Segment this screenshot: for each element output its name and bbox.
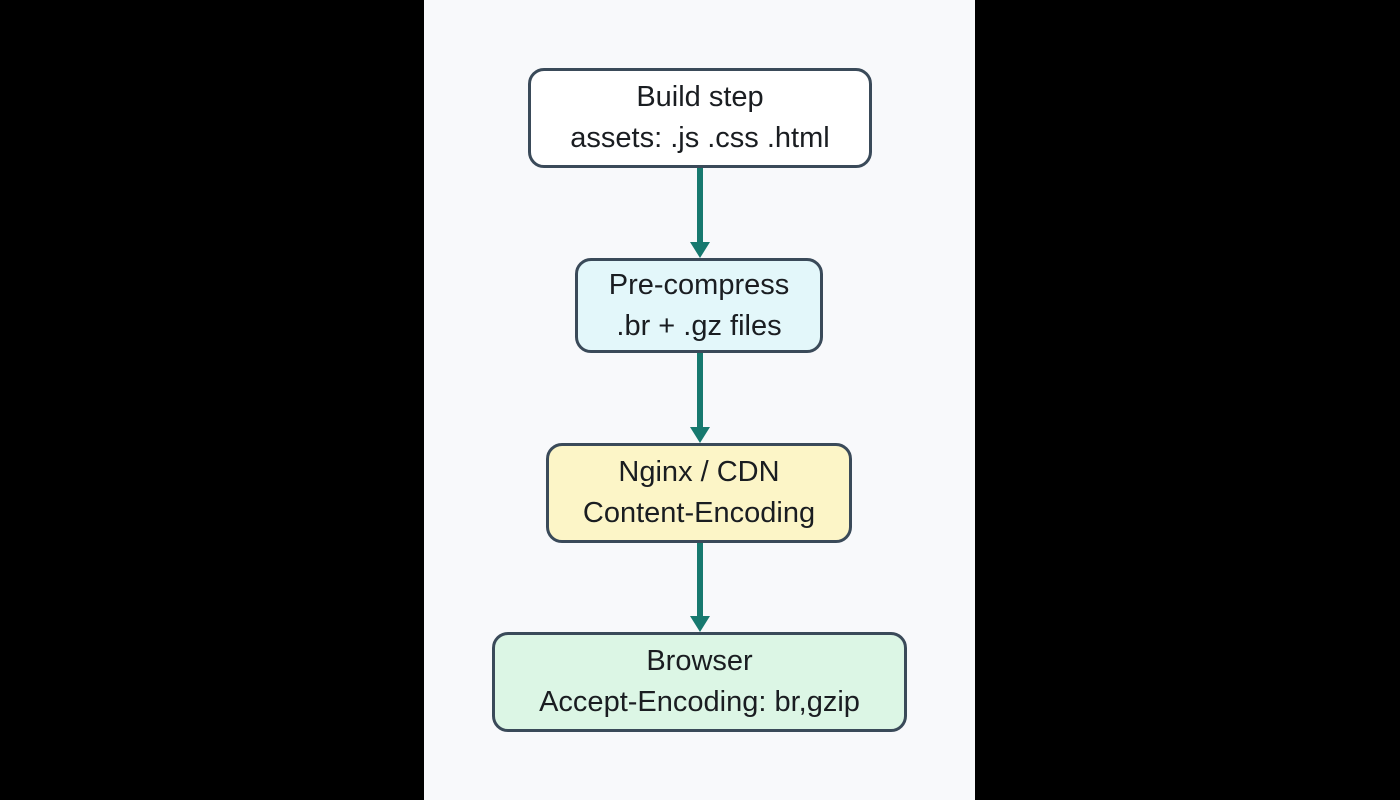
node-label-line: .br + .gz files [616, 309, 782, 342]
flowchart-node-browser: Browser Accept-Encoding: br,gzip [492, 632, 907, 732]
node-label-line: Accept-Encoding: br,gzip [539, 686, 860, 718]
arrowhead-down-icon [689, 427, 710, 443]
node-label-line: assets: .js .css .html [570, 122, 830, 154]
node-label-line: Browser [646, 645, 753, 677]
flowchart-canvas: Build step assets: .js .css .html Pre-co… [424, 0, 975, 800]
node-label-line: Content-Encoding [582, 497, 816, 529]
arrow-shaft [696, 353, 703, 427]
flow-arrow-build-to-precompress [689, 168, 710, 258]
node-label-line: Pre-compress [608, 268, 790, 301]
node-label-line: Nginx / CDN [618, 456, 780, 488]
node-label-line: Build step [636, 81, 764, 113]
flow-arrow-precompress-to-nginx [689, 353, 710, 443]
flowchart-node-nginx-cdn: Nginx / CDN Content-Encoding [546, 443, 852, 543]
flowchart-node-build-step: Build step assets: .js .css .html [528, 68, 872, 168]
flowchart-node-pre-compress: Pre-compress .br + .gz files [575, 258, 823, 353]
arrow-shaft [696, 543, 703, 616]
arrowhead-down-icon [689, 242, 710, 258]
arrow-shaft [696, 168, 703, 242]
arrowhead-down-icon [689, 616, 710, 632]
flow-arrow-nginx-to-browser [689, 543, 710, 632]
